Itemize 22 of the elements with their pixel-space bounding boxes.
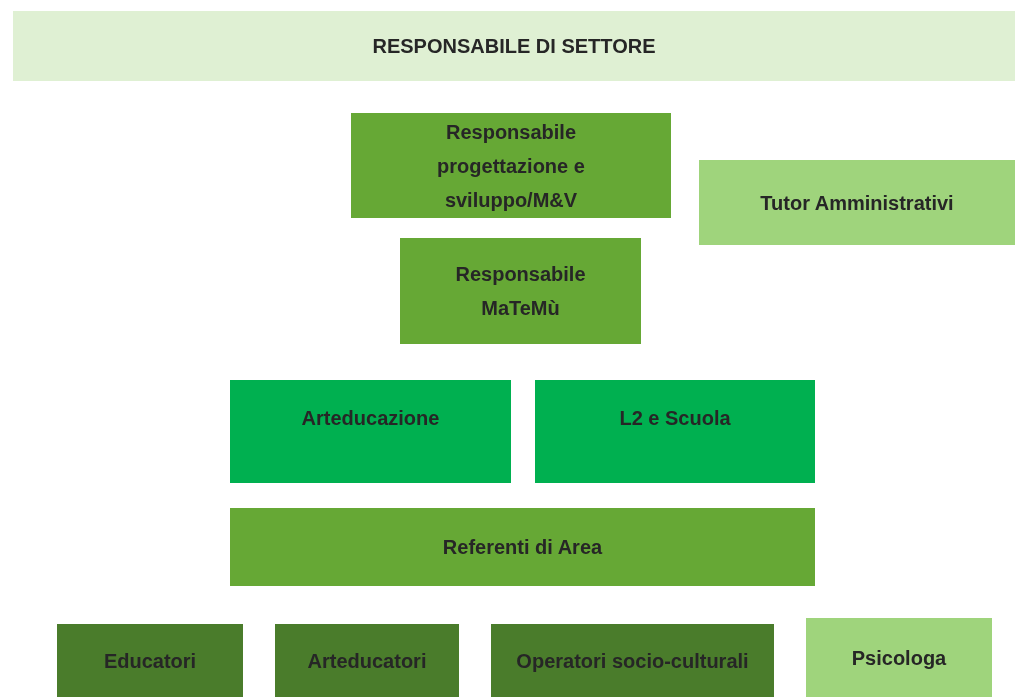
role-label: Operatori socio-culturali [516, 648, 749, 674]
role-box [535, 380, 815, 483]
role-box [57, 624, 243, 697]
role-label: Arteducatori [307, 648, 427, 674]
header-band [13, 11, 1015, 81]
role-label: Responsabile progettazione e sviluppo/M&V [436, 119, 586, 213]
role-label: Tutor Amministrativi [760, 190, 954, 216]
role-label: Psicologa [851, 645, 947, 671]
role-box [400, 238, 641, 344]
role-label: Referenti di Area [442, 535, 603, 560]
role-box [230, 508, 815, 586]
role-label: Arteducazione [301, 405, 440, 431]
role-box [806, 618, 992, 697]
role-box [275, 624, 459, 697]
role-label: Educatori [103, 648, 197, 674]
role-box [491, 624, 774, 697]
role-box [230, 380, 511, 483]
role-label: Responsabile MaTeMù [454, 262, 587, 321]
role-box [351, 113, 671, 218]
role-box [699, 160, 1015, 245]
role-label: RESPONSABILE DI SETTORE [372, 34, 656, 59]
role-label: L2 e Scuola [619, 405, 731, 431]
